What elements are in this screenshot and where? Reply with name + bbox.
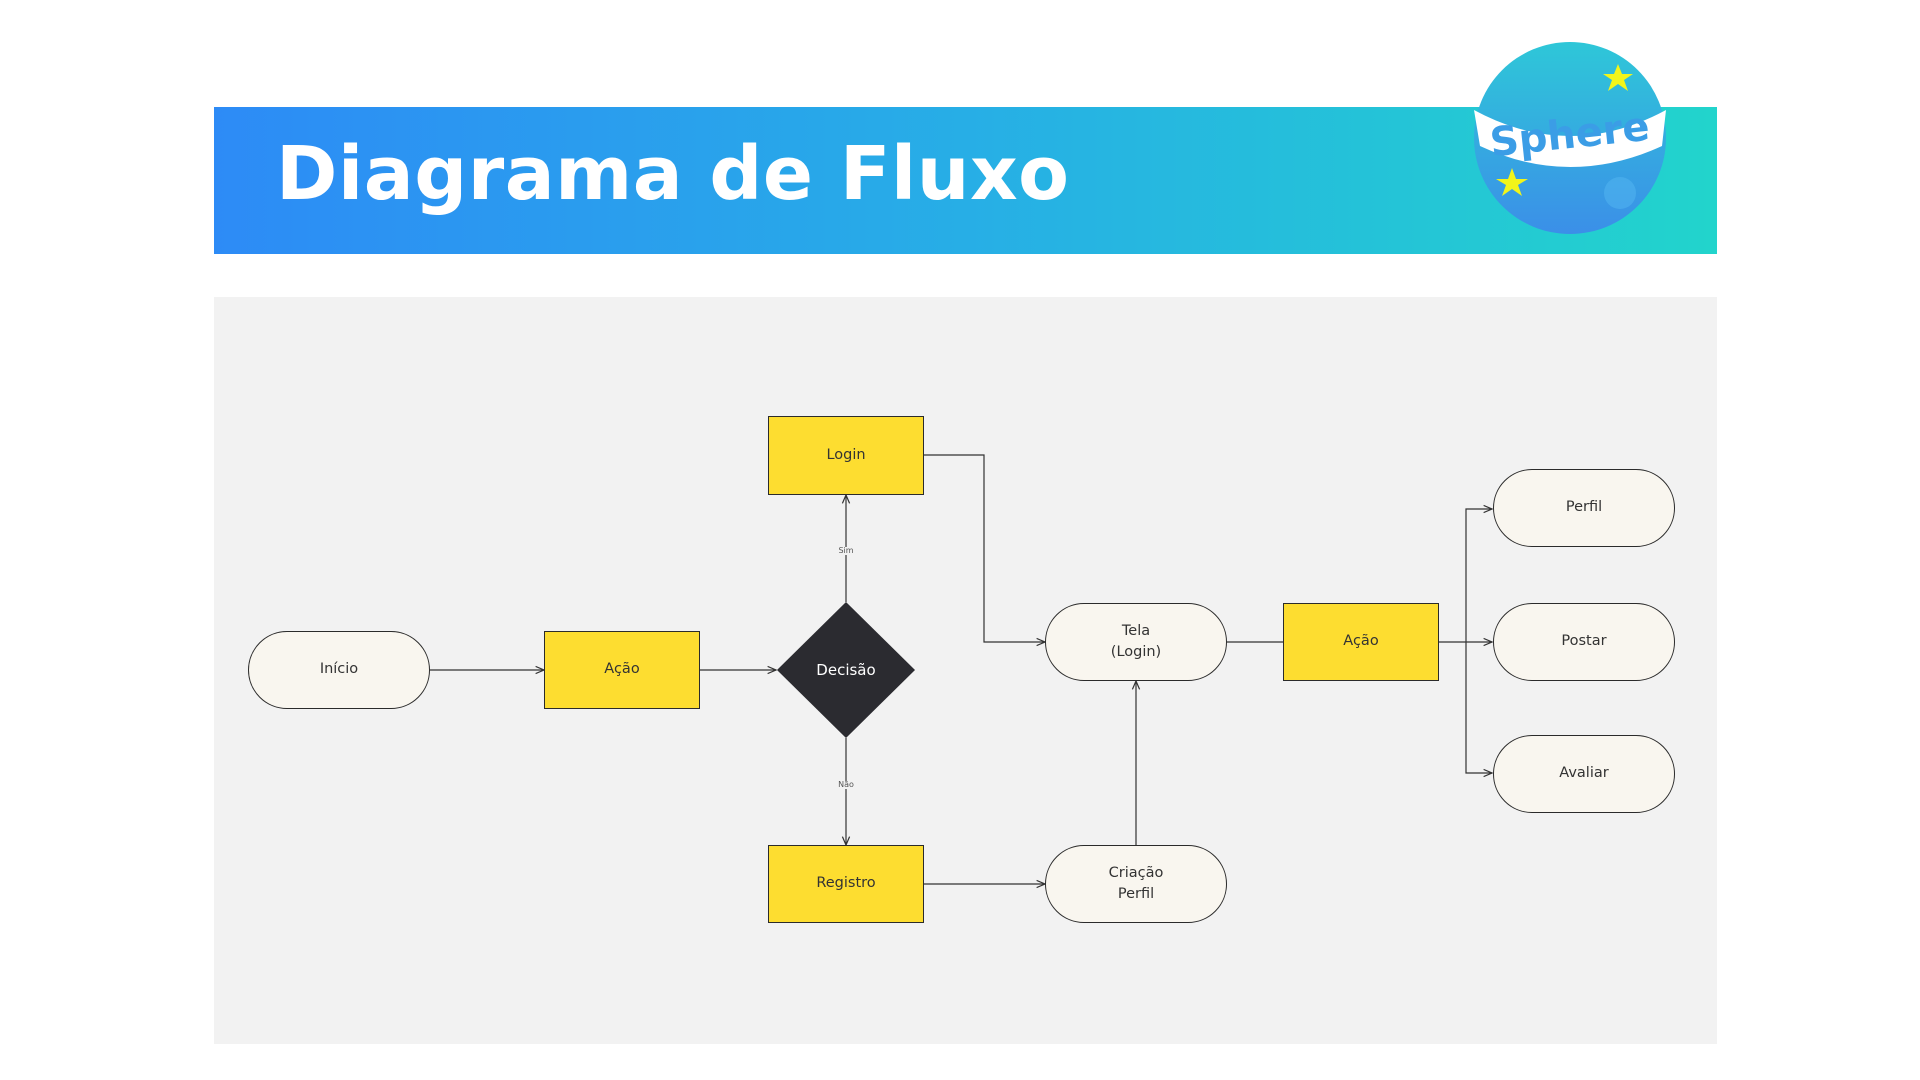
page-title: Diagrama de Fluxo bbox=[276, 131, 1070, 217]
edge-label-nao: Não bbox=[837, 780, 855, 789]
node-label: Ação bbox=[604, 661, 640, 678]
node-label: Criação Perfil bbox=[1108, 864, 1164, 902]
node-perfil[interactable]: Perfil bbox=[1493, 469, 1675, 547]
connector-login-tela bbox=[924, 454, 1045, 642]
star-icon bbox=[1496, 168, 1528, 196]
node-acao-1[interactable]: Ação bbox=[544, 631, 700, 709]
node-postar[interactable]: Postar bbox=[1493, 603, 1675, 681]
node-label: Registro bbox=[816, 875, 876, 892]
diagram-connectors bbox=[430, 454, 1717, 1044]
node-acao-2[interactable]: Ação bbox=[1283, 603, 1439, 681]
node-inicio[interactable]: Início bbox=[248, 631, 430, 709]
edge-label-sim: Sim bbox=[837, 546, 855, 555]
node-label: Login bbox=[826, 446, 866, 463]
decision-diamond bbox=[777, 602, 915, 738]
header-banner: Diagrama de Fluxo bbox=[214, 107, 1717, 254]
node-registro[interactable]: Registro bbox=[768, 845, 924, 923]
star-icon bbox=[1603, 64, 1633, 91]
node-tela-login[interactable]: Tela (Login) bbox=[1045, 603, 1227, 681]
connector-acao-perfil bbox=[1465, 509, 1492, 642]
node-label: Ação bbox=[1343, 633, 1379, 650]
node-label: Tela (Login) bbox=[1110, 622, 1162, 660]
node-label: Início bbox=[319, 661, 359, 678]
node-avaliar[interactable]: Avaliar bbox=[1493, 735, 1675, 813]
sphere-logo: Sphere bbox=[1474, 42, 1666, 234]
node-decisao[interactable]: Decisão bbox=[777, 631, 915, 709]
diagram-canvas: Sim Não Início Ação Decisão Login Regist… bbox=[214, 297, 1717, 1044]
node-label: Decisão bbox=[816, 661, 876, 679]
node-label: Perfil bbox=[1565, 499, 1603, 516]
node-login[interactable]: Login bbox=[768, 416, 924, 495]
node-criacao-perfil[interactable]: Criação Perfil bbox=[1045, 845, 1227, 923]
node-label: Postar bbox=[1561, 633, 1607, 650]
connector-acao-avaliar bbox=[1465, 642, 1492, 773]
node-label: Avaliar bbox=[1559, 765, 1609, 782]
